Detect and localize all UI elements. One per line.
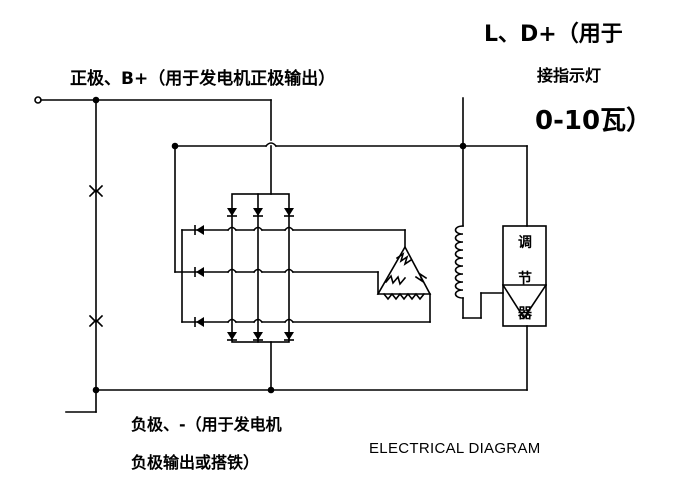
negative-rail (65, 325, 528, 413)
capacitor-branch (88, 99, 104, 394)
diagram-caption: ELECTRICAL DIAGRAM (369, 440, 541, 457)
negative-terminal-label-line1: 负极、-（用于发电机 (131, 415, 282, 434)
regulator-char-1: 调 (518, 235, 532, 251)
ld-terminal-label: L、D+（用于 (484, 22, 623, 47)
rectifier-bridge (174, 145, 431, 391)
positive-terminal-label: 正极、B+（用于发电机正极输出） (70, 69, 336, 89)
regulator-char-3: 器 (518, 306, 532, 322)
wattage-label: 0-10瓦） (535, 106, 653, 136)
regulator-box (501, 225, 548, 327)
regulator-char-2: 节 (518, 271, 532, 287)
negative-terminal-label-line2: 负极输出或搭铁） (131, 453, 260, 472)
field-coil (454, 97, 504, 319)
b-plus-line (34, 96, 272, 104)
indicator-lamp-label: 接指示灯 (537, 66, 602, 85)
stator-delta (376, 245, 432, 301)
positive-bus (171, 99, 528, 273)
diodes (194, 207, 295, 341)
